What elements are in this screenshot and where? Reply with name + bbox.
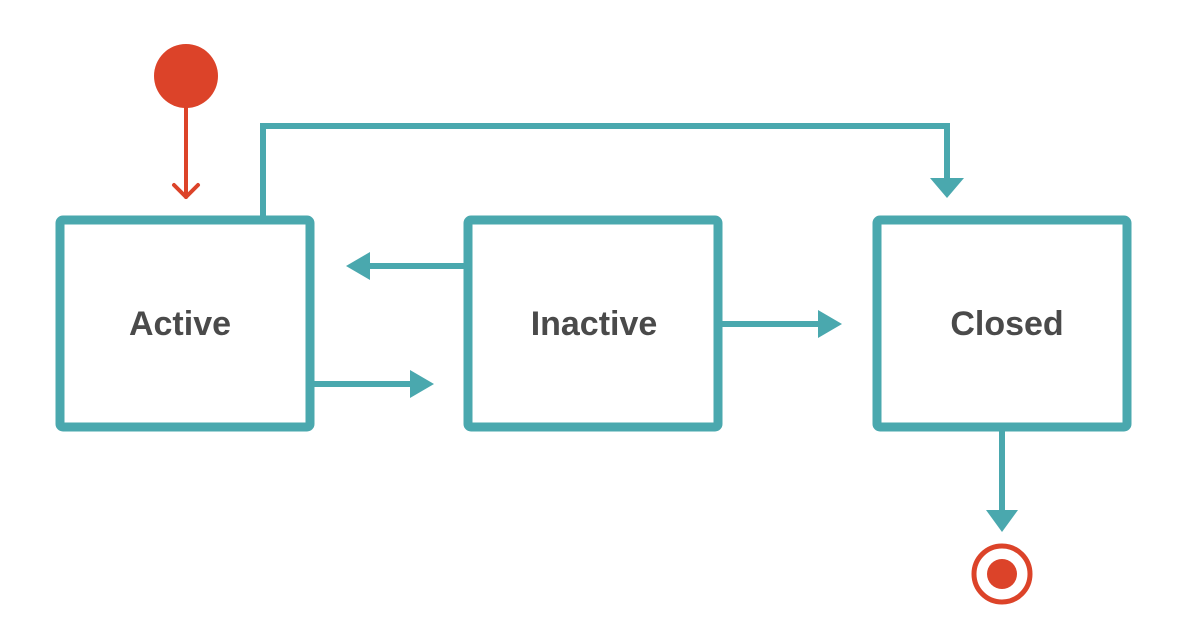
final-node [971,543,1033,605]
state-label-closed: Closed [950,305,1063,343]
state-inactive: Inactive [463,215,723,432]
state-label-inactive: Inactive [531,305,658,343]
transition-active-to-inactive [310,370,434,398]
transition-active-to-closed [260,123,964,220]
transition-closed-to-final [986,428,1018,532]
transition-inactive-to-active [346,252,465,280]
state-active: Active [55,215,315,432]
initial-node [154,44,218,108]
transition-inactive-to-closed [718,310,842,338]
state-box-closed [872,215,1132,432]
state-box-active [55,215,315,432]
state-label-active: Active [129,305,231,343]
state-closed: Closed [872,215,1132,432]
initial-transition [172,102,200,199]
state-box-inactive [463,215,723,432]
